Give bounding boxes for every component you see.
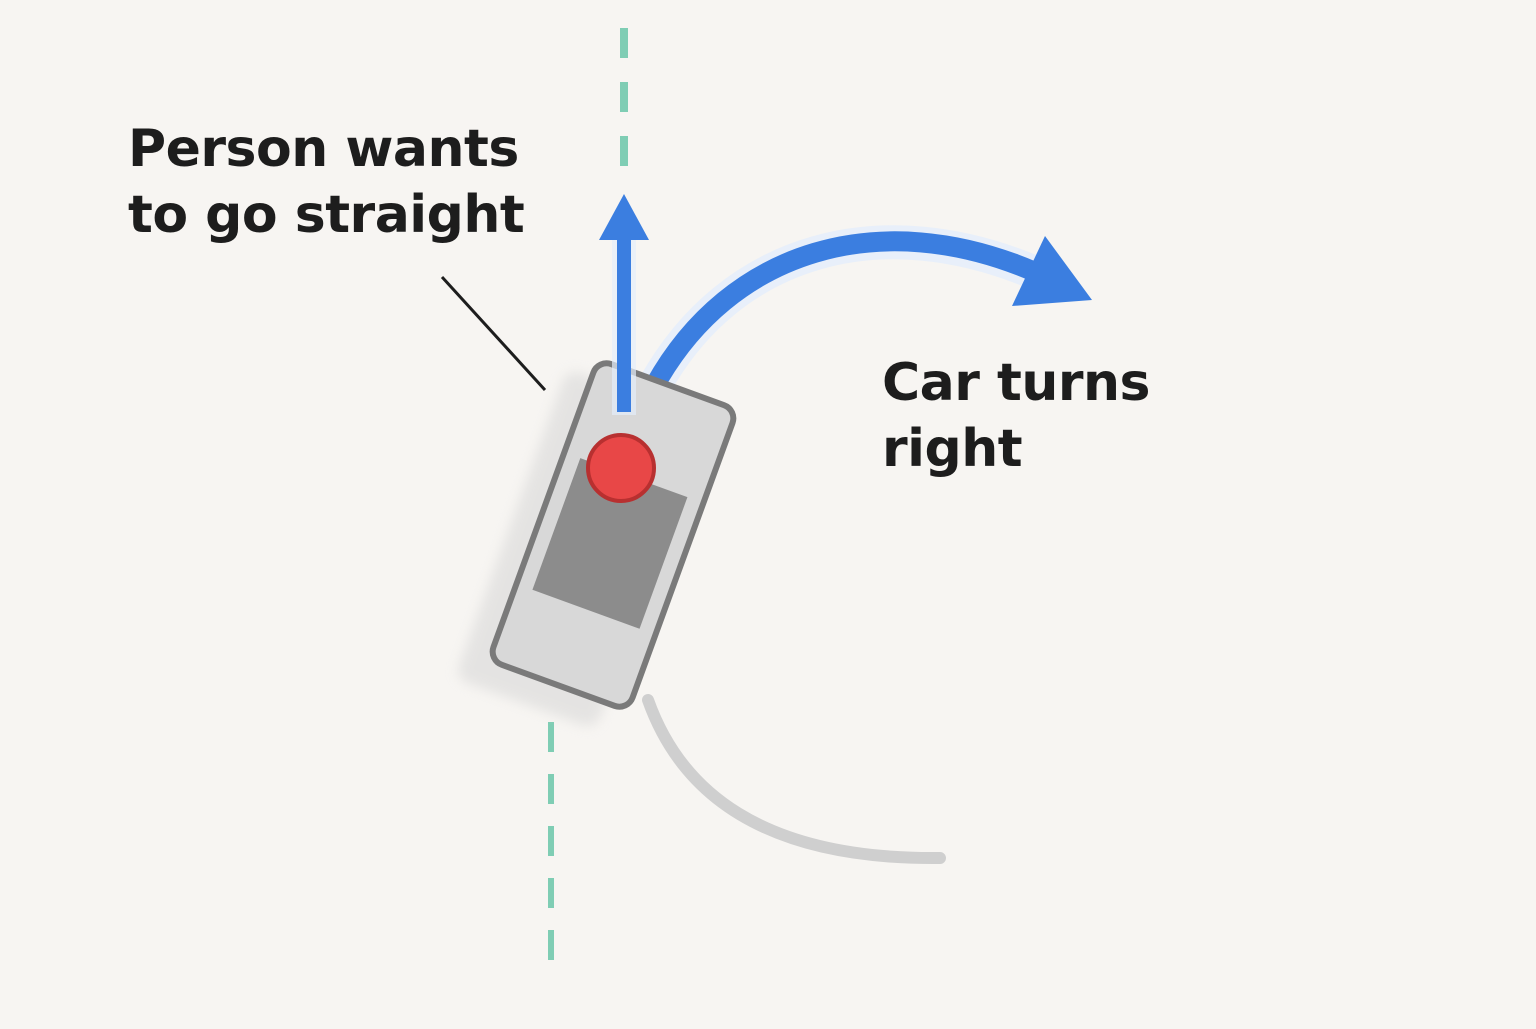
curved-arrow-right-icon (1012, 236, 1092, 306)
car-window (532, 458, 688, 629)
leader-line (440, 275, 547, 392)
person-intention-label: Person wants to go straight (128, 116, 525, 248)
car-action-label: Car turns right (882, 350, 1151, 482)
turn-arrow-path-main (646, 231, 1039, 390)
arrow-up-icon (599, 194, 649, 240)
car-label-line-1: Car turns (882, 353, 1151, 413)
person-label-line-2: to go straight (128, 185, 525, 245)
tire-track (642, 694, 946, 865)
person-label-line-1: Person wants (128, 119, 519, 179)
car-top-view-icon (489, 360, 737, 710)
person-dot-icon (586, 433, 656, 503)
car-label-line-2: right (882, 419, 1023, 479)
